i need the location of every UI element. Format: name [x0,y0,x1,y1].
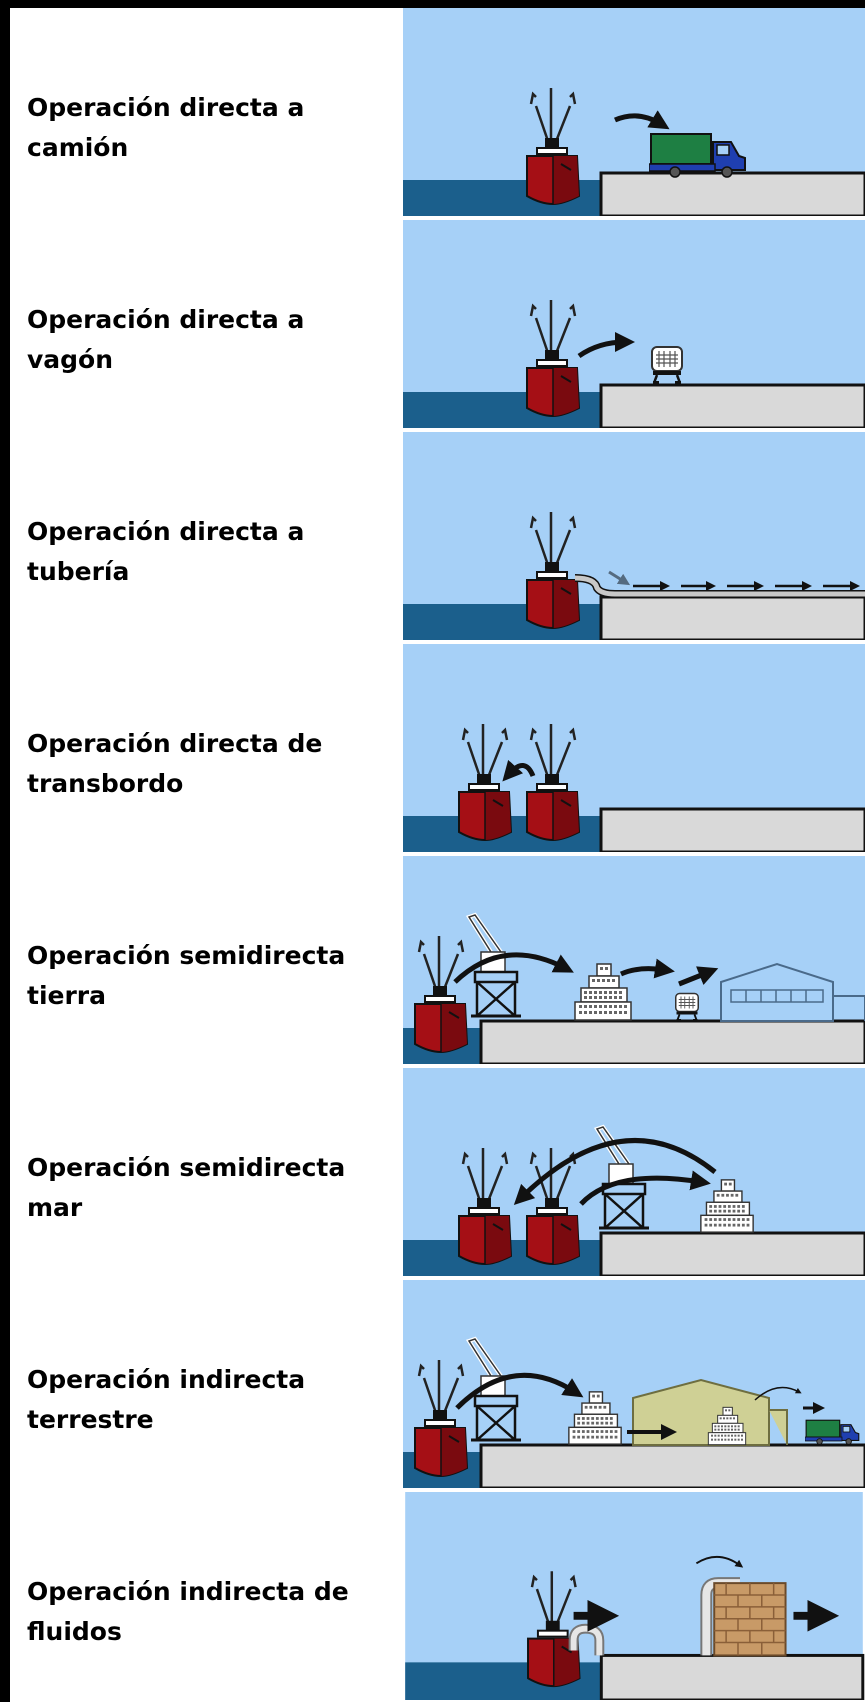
arrow-icon [453,952,574,984]
scene-direct-truck [403,8,865,216]
row-semidirect-sea: Operación semidirecta mar [10,1068,865,1280]
arrow-icon [678,966,719,987]
arrow-icon [513,1138,717,1205]
arrow-icon [608,570,631,586]
row-label: Operación directa a tubería [27,517,305,586]
scene-direct-transshipment [403,644,865,852]
row-label: Operación indirecta de fluidos [27,1577,349,1646]
row-direct-pipeline: Operación directa a tubería [10,432,865,644]
row-indirect-fluids: Operación indirecta de fluidos [10,1492,865,1704]
row-label: Operación directa de transbordo [27,729,323,798]
arrow-icon [455,1372,584,1410]
row-label: Operación semidirecta mar [27,1153,346,1222]
row-direct-transshipment: Operación directa de transbordo [10,644,865,856]
scene-direct-wagon [403,220,865,428]
row-label: Operación indirecta terrestre [27,1365,306,1434]
arrow-icon [614,110,670,130]
row-semidirect-land: Operación semidirecta tierra [10,856,865,1068]
arrow-icon [619,958,675,979]
arrow-icon [695,1555,744,1568]
row-indirect-land: Operación indirecta terrestre [10,1280,865,1492]
row-direct-wagon: Operación directa a vagón [10,220,865,432]
scene-indirect-fluids [403,1492,865,1700]
row-label: Operación directa a vagón [27,305,305,374]
scene-indirect-land [403,1280,865,1488]
tank-icon [713,1582,787,1657]
arrow-icon [577,332,635,359]
row-label: Operación semidirecta tierra [27,941,346,1010]
warehouse-icon [720,962,865,1022]
scene-semidirect-land [403,856,865,1064]
scene-semidirect-sea [403,1068,865,1276]
row-direct-truck: Operación directa a camión [10,8,865,220]
arrow-icon [754,1386,802,1401]
scene-direct-pipeline [403,432,865,640]
arrow-icon [579,1170,711,1206]
arrow-icon [502,759,536,782]
row-label: Operación directa a camión [27,93,305,162]
